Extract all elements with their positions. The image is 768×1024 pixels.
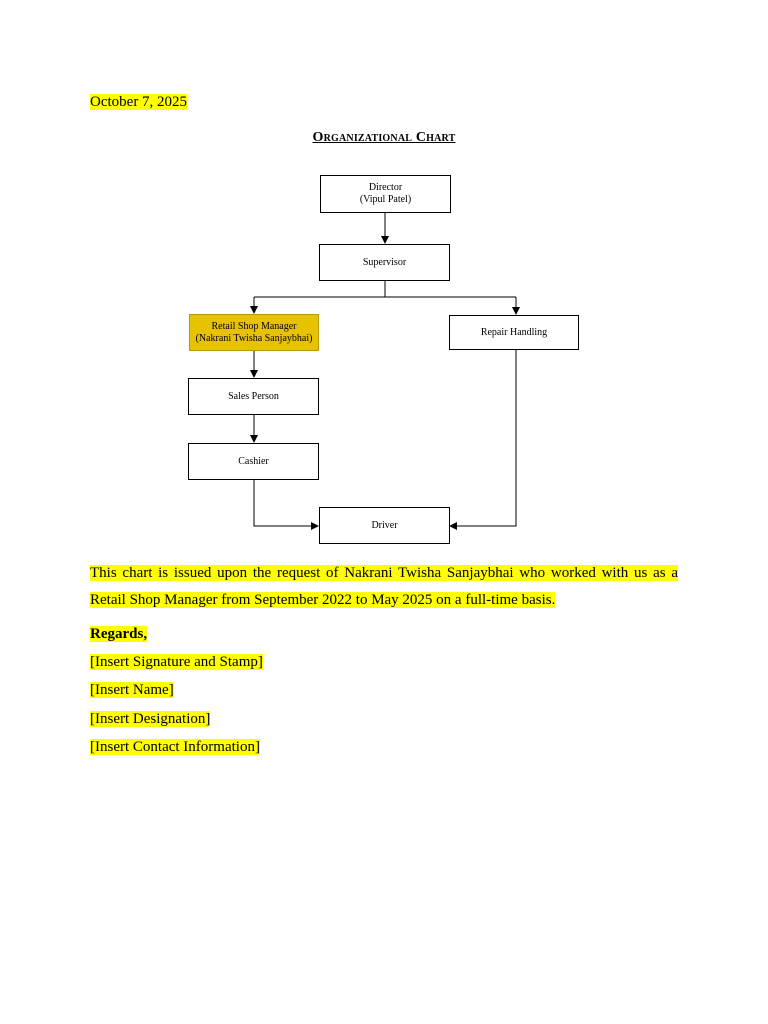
connector-cashier-driver: [253, 480, 319, 530]
org-box-cashier: Cashier: [188, 443, 319, 480]
org-box-retail-shop-manager: Retail Shop Manager (Nakrani Twisha Sanj…: [189, 314, 319, 351]
org-box-supervisor: Supervisor: [319, 244, 450, 281]
director-name: (Vipul Patel): [359, 194, 412, 205]
manager-title: Retail Shop Manager: [211, 320, 297, 332]
name-placeholder: [Insert Name]: [90, 682, 174, 698]
org-box-repair-handling: Repair Handling: [449, 315, 579, 350]
connector-repair-driver: [449, 350, 517, 530]
designation-placeholder: [Insert Designation]: [90, 711, 211, 727]
document-title: Organizational Chart: [312, 130, 456, 145]
org-box-director: Director (Vipul Patel): [320, 175, 451, 213]
repair-title: Repair Handling: [480, 326, 548, 338]
sales-title: Sales Person: [228, 390, 279, 402]
cashier-title: Cashier: [238, 455, 269, 467]
manager-name: (Nakrani Twisha Sanjaybhai): [195, 332, 313, 344]
closing-regards: Regards,: [90, 626, 148, 642]
letter-date: October 7, 2025: [90, 94, 188, 110]
org-box-driver: Driver: [319, 507, 450, 544]
org-box-sales-person: Sales Person: [188, 378, 319, 415]
contact-placeholder: [Insert Contact Information]: [90, 739, 260, 755]
driver-title: Driver: [371, 519, 398, 531]
supervisor-title: Supervisor: [362, 256, 407, 268]
body-paragraph: This chart is issued upon the request of…: [90, 565, 678, 608]
signature-placeholder: [Insert Signature and Stamp]: [90, 654, 263, 670]
director-title: Director: [368, 182, 403, 193]
